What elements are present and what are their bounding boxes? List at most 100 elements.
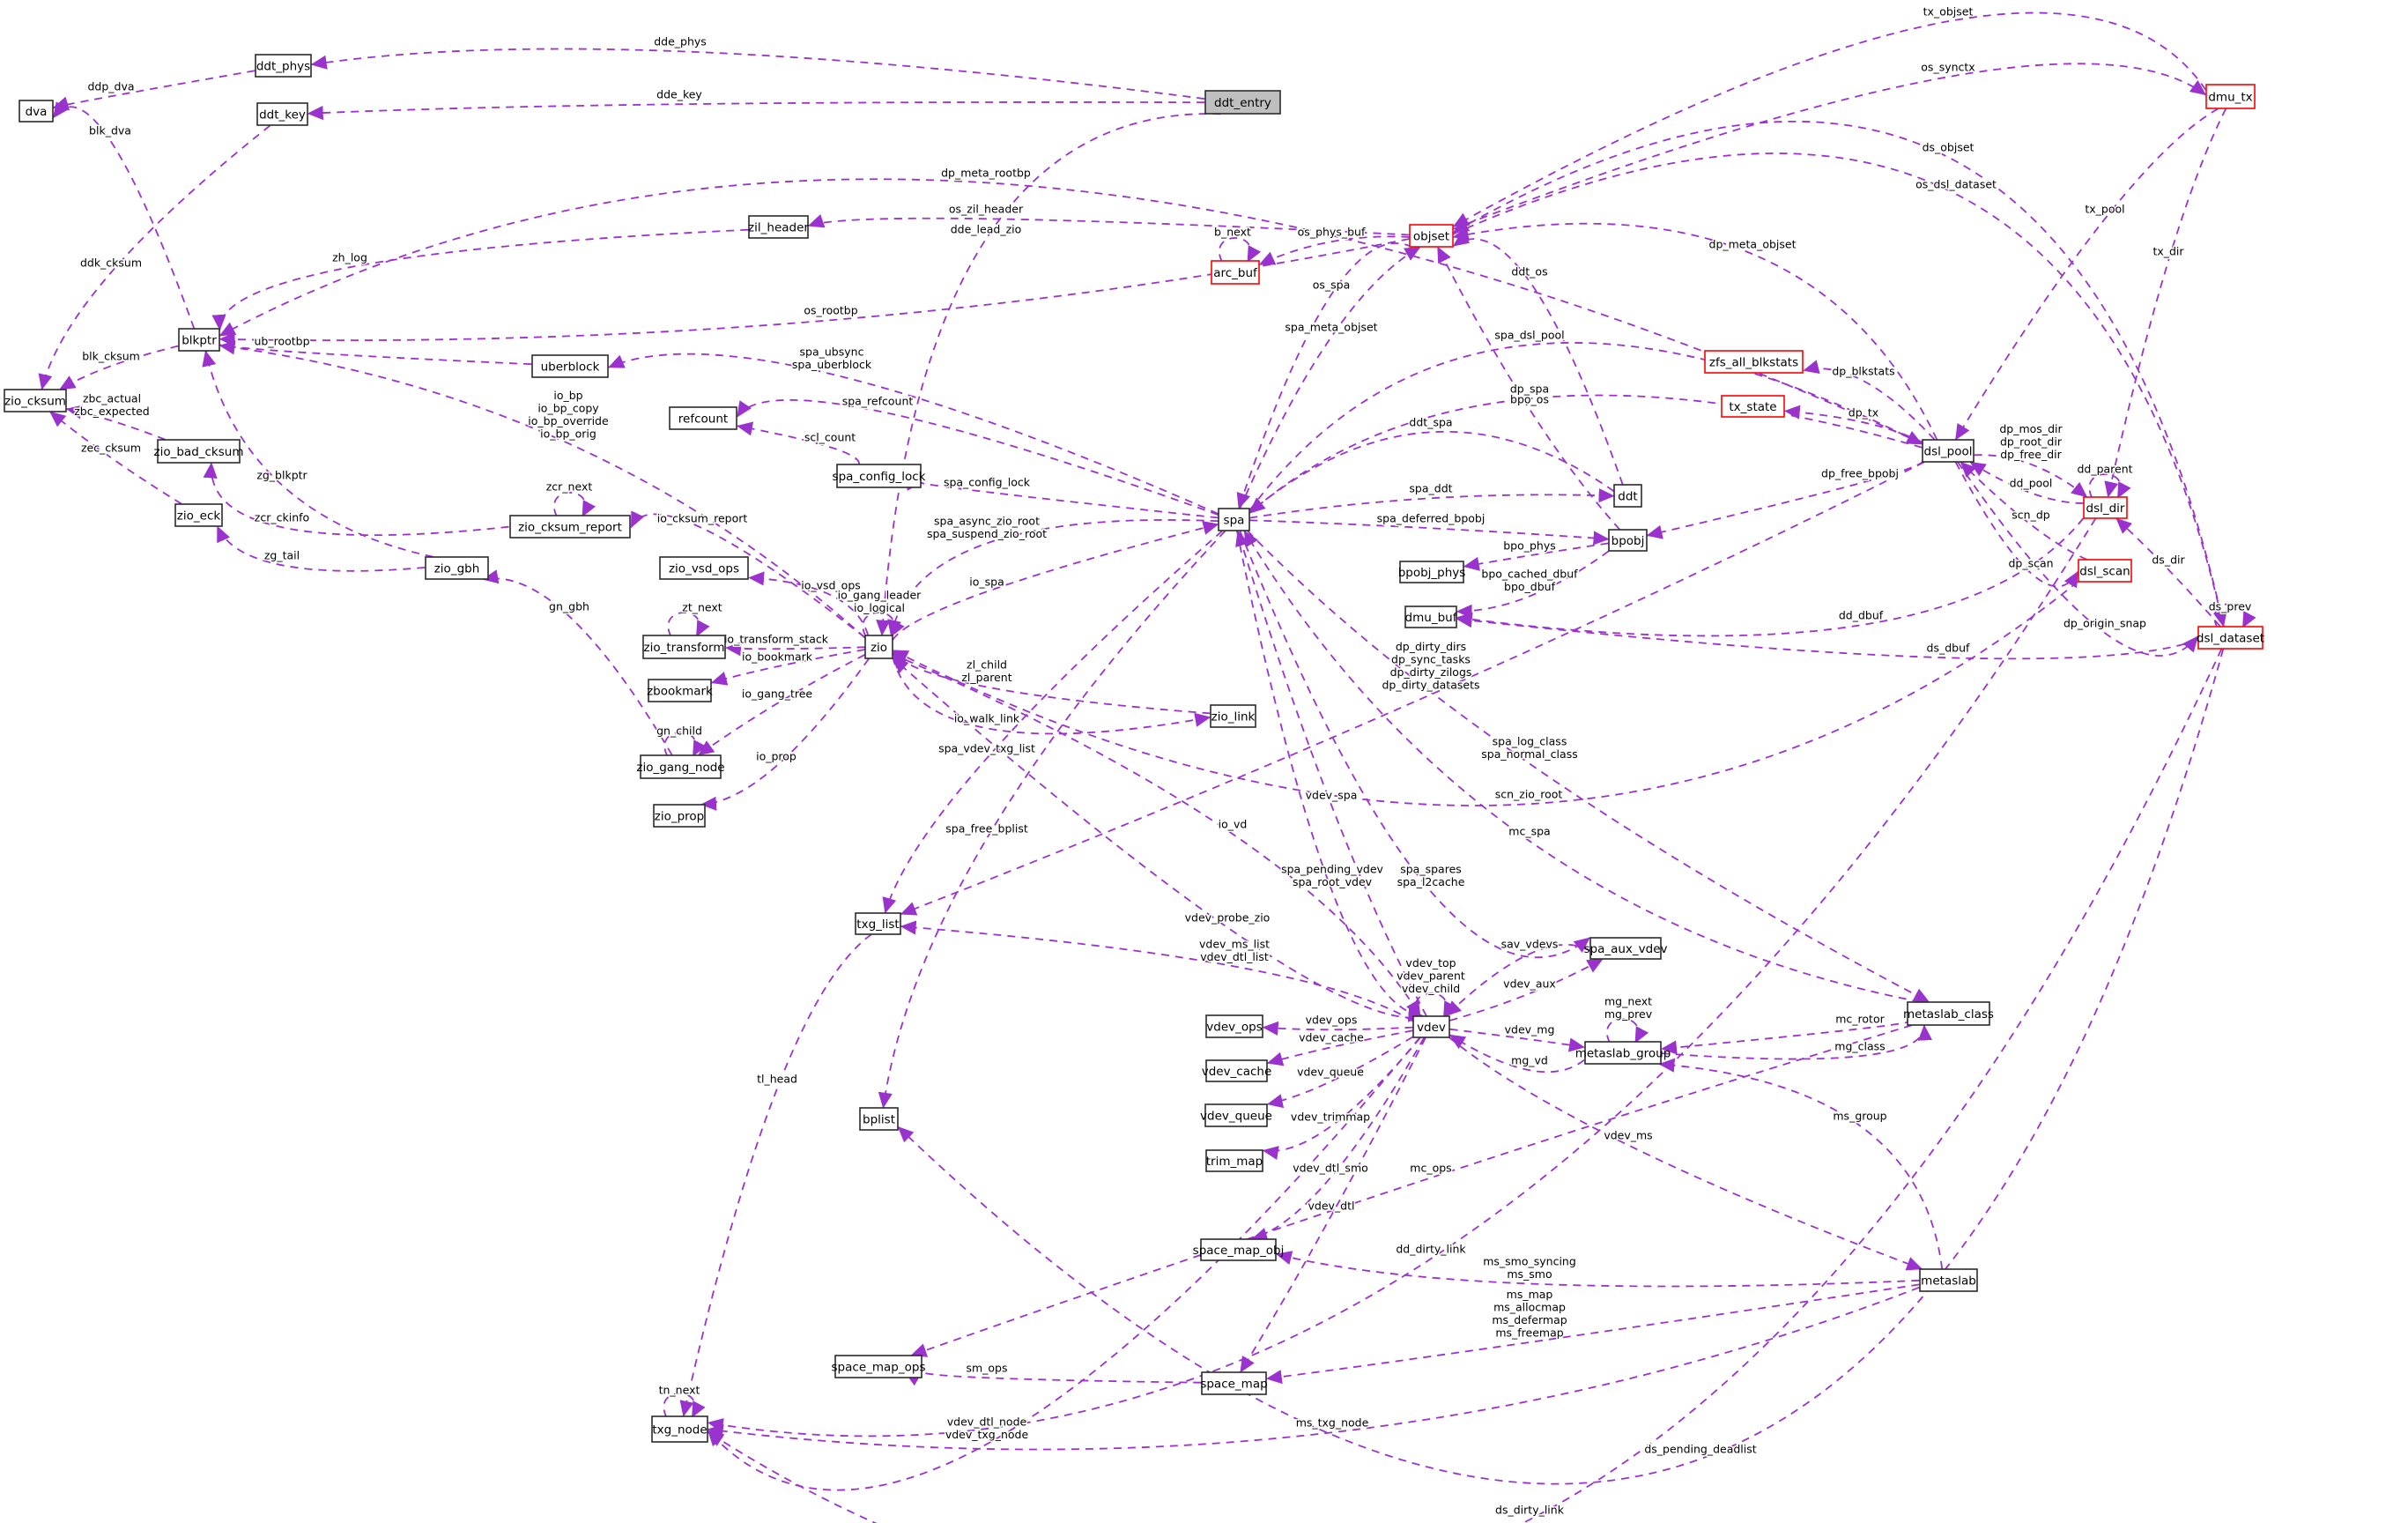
node-box-objset[interactable]: [1409, 224, 1454, 248]
node-zio_gbh[interactable]: zio_gbh: [425, 556, 489, 580]
node-box-dsl_dir[interactable]: [2083, 496, 2128, 519]
node-box-zio_transform[interactable]: [642, 635, 726, 659]
node-dmu_tx[interactable]: dmu_tx: [2205, 84, 2256, 109]
node-metaslab_class[interactable]: metaslab_class: [1903, 1001, 1994, 1026]
node-box-bpobj[interactable]: [1608, 529, 1648, 552]
node-box-zbookmark[interactable]: [648, 679, 712, 702]
node-box-spa_config_lock[interactable]: [836, 464, 922, 488]
node-zio[interactable]: zio: [864, 635, 893, 659]
node-dsl_dataset[interactable]: dsl_dataset: [2197, 626, 2264, 650]
node-ddt_phys[interactable]: ddt_phys: [255, 54, 312, 78]
node-box-space_map_obj[interactable]: [1200, 1238, 1277, 1261]
node-zio_eck[interactable]: zio_eck: [174, 503, 223, 527]
node-box-metaslab[interactable]: [1919, 1268, 1978, 1292]
node-box-zio_vsd_ops[interactable]: [659, 556, 749, 580]
node-zio_link[interactable]: zio_link: [1210, 704, 1256, 728]
node-box-spa[interactable]: [1218, 508, 1250, 531]
node-box-ddt_phys[interactable]: [255, 54, 312, 78]
node-space_map[interactable]: space_map: [1200, 1371, 1268, 1395]
node-box-txg_list[interactable]: [855, 912, 901, 935]
node-box-zio_gang_node[interactable]: [640, 754, 722, 779]
node-txg_node[interactable]: txg_node: [651, 1415, 708, 1443]
node-dsl_dir[interactable]: dsl_dir: [2083, 496, 2128, 519]
node-box-dsl_scan[interactable]: [2078, 559, 2132, 583]
node-space_map_ops[interactable]: space_map_ops: [832, 1355, 926, 1378]
node-box-metaslab_group[interactable]: [1584, 1041, 1662, 1065]
node-dmu_buf[interactable]: dmu_buf: [1404, 605, 1458, 628]
node-tx_state[interactable]: tx_state: [1721, 395, 1785, 418]
node-zio_cksum_report[interactable]: zio_cksum_report: [509, 515, 631, 539]
node-box-dva[interactable]: [19, 100, 54, 123]
node-box-tx_state[interactable]: [1721, 395, 1785, 418]
node-box-space_map[interactable]: [1201, 1371, 1267, 1395]
node-box-bplist[interactable]: [859, 1107, 899, 1131]
node-spa_aux_vdev[interactable]: spa_aux_vdev: [1583, 937, 1668, 960]
node-dva[interactable]: dva: [19, 100, 54, 123]
node-vdev_cache[interactable]: vdev_cache: [1202, 1059, 1272, 1082]
node-zio_prop[interactable]: zio_prop: [653, 804, 706, 828]
node-blkptr[interactable]: blkptr: [178, 328, 220, 352]
node-zio_transform[interactable]: zio_transform: [642, 635, 726, 659]
node-box-zio_bad_cksum[interactable]: [157, 439, 241, 464]
node-refcount[interactable]: refcount: [669, 406, 737, 430]
node-zio_gang_node[interactable]: zio_gang_node: [636, 754, 725, 779]
node-zbookmark[interactable]: zbookmark: [647, 679, 713, 702]
node-zio_vsd_ops[interactable]: zio_vsd_ops: [659, 556, 749, 580]
node-box-zio[interactable]: [864, 635, 893, 659]
node-box-ddt_key[interactable]: [256, 102, 308, 126]
node-space_map_obj[interactable]: space_map_obj: [1193, 1238, 1285, 1261]
node-vdev[interactable]: vdev: [1412, 1015, 1450, 1038]
node-box-zio_cksum[interactable]: [4, 389, 67, 412]
node-box-zil_header[interactable]: [748, 215, 809, 239]
node-box-ddt_entry[interactable]: [1204, 90, 1281, 115]
node-box-vdev_cache[interactable]: [1205, 1059, 1268, 1082]
node-box-zio_cksum_report[interactable]: [509, 515, 631, 539]
node-zfs_all_blkstats[interactable]: zfs_all_blkstats: [1704, 350, 1804, 374]
node-box-bpobj_phys[interactable]: [1399, 561, 1464, 583]
node-bplist[interactable]: bplist: [859, 1107, 899, 1131]
node-dsl_pool[interactable]: dsl_pool: [1922, 439, 1975, 463]
node-ddt[interactable]: ddt: [1613, 484, 1642, 508]
node-box-ddt[interactable]: [1613, 484, 1642, 508]
node-box-trim_map[interactable]: [1205, 1149, 1263, 1172]
node-box-uberblock[interactable]: [531, 354, 609, 378]
node-box-vdev_ops[interactable]: [1205, 1014, 1263, 1038]
node-zio_cksum[interactable]: zio_cksum: [4, 389, 67, 412]
node-metaslab_group[interactable]: metaslab_group: [1575, 1041, 1671, 1065]
node-box-metaslab_class[interactable]: [1907, 1001, 1990, 1026]
node-box-space_map_ops[interactable]: [834, 1355, 922, 1378]
node-dsl_scan[interactable]: dsl_scan: [2078, 559, 2132, 583]
node-zil_header[interactable]: zil_header: [748, 215, 809, 239]
node-ddt_key[interactable]: ddt_key: [256, 102, 308, 126]
node-box-dmu_tx[interactable]: [2205, 84, 2256, 109]
node-box-zfs_all_blkstats[interactable]: [1704, 350, 1804, 374]
node-box-arc_buf[interactable]: [1211, 260, 1260, 285]
node-box-dsl_dataset[interactable]: [2197, 626, 2264, 650]
node-box-zio_eck[interactable]: [174, 503, 223, 527]
node-box-spa_aux_vdev[interactable]: [1589, 937, 1662, 960]
node-arc_buf[interactable]: arc_buf: [1211, 260, 1260, 285]
node-box-zio_gbh[interactable]: [425, 556, 489, 580]
node-bpobj[interactable]: bpobj: [1608, 529, 1648, 552]
node-spa[interactable]: spa: [1218, 508, 1250, 531]
node-bpobj_phys[interactable]: bpobj_phys: [1398, 561, 1466, 583]
node-box-blkptr[interactable]: [178, 328, 220, 352]
node-box-zio_prop[interactable]: [653, 804, 706, 828]
node-box-dsl_pool[interactable]: [1922, 439, 1975, 463]
node-ddt_entry[interactable]: ddt_entry: [1204, 90, 1281, 115]
node-box-vdev[interactable]: [1412, 1015, 1450, 1038]
node-trim_map[interactable]: trim_map: [1205, 1149, 1263, 1172]
node-box-txg_node[interactable]: [651, 1415, 708, 1443]
node-vdev_ops[interactable]: vdev_ops: [1205, 1014, 1263, 1038]
node-box-vdev_queue[interactable]: [1204, 1103, 1268, 1127]
node-txg_list[interactable]: txg_list: [855, 912, 901, 935]
node-box-zio_link[interactable]: [1210, 704, 1256, 728]
node-uberblock[interactable]: uberblock: [531, 354, 609, 378]
node-objset[interactable]: objset: [1409, 224, 1454, 248]
node-box-refcount[interactable]: [669, 406, 737, 430]
node-spa_config_lock[interactable]: spa_config_lock: [833, 464, 926, 488]
node-vdev_queue[interactable]: vdev_queue: [1200, 1103, 1272, 1127]
node-zio_bad_cksum[interactable]: zio_bad_cksum: [154, 439, 244, 464]
node-box-dmu_buf[interactable]: [1404, 605, 1457, 628]
node-metaslab[interactable]: metaslab: [1919, 1268, 1978, 1292]
